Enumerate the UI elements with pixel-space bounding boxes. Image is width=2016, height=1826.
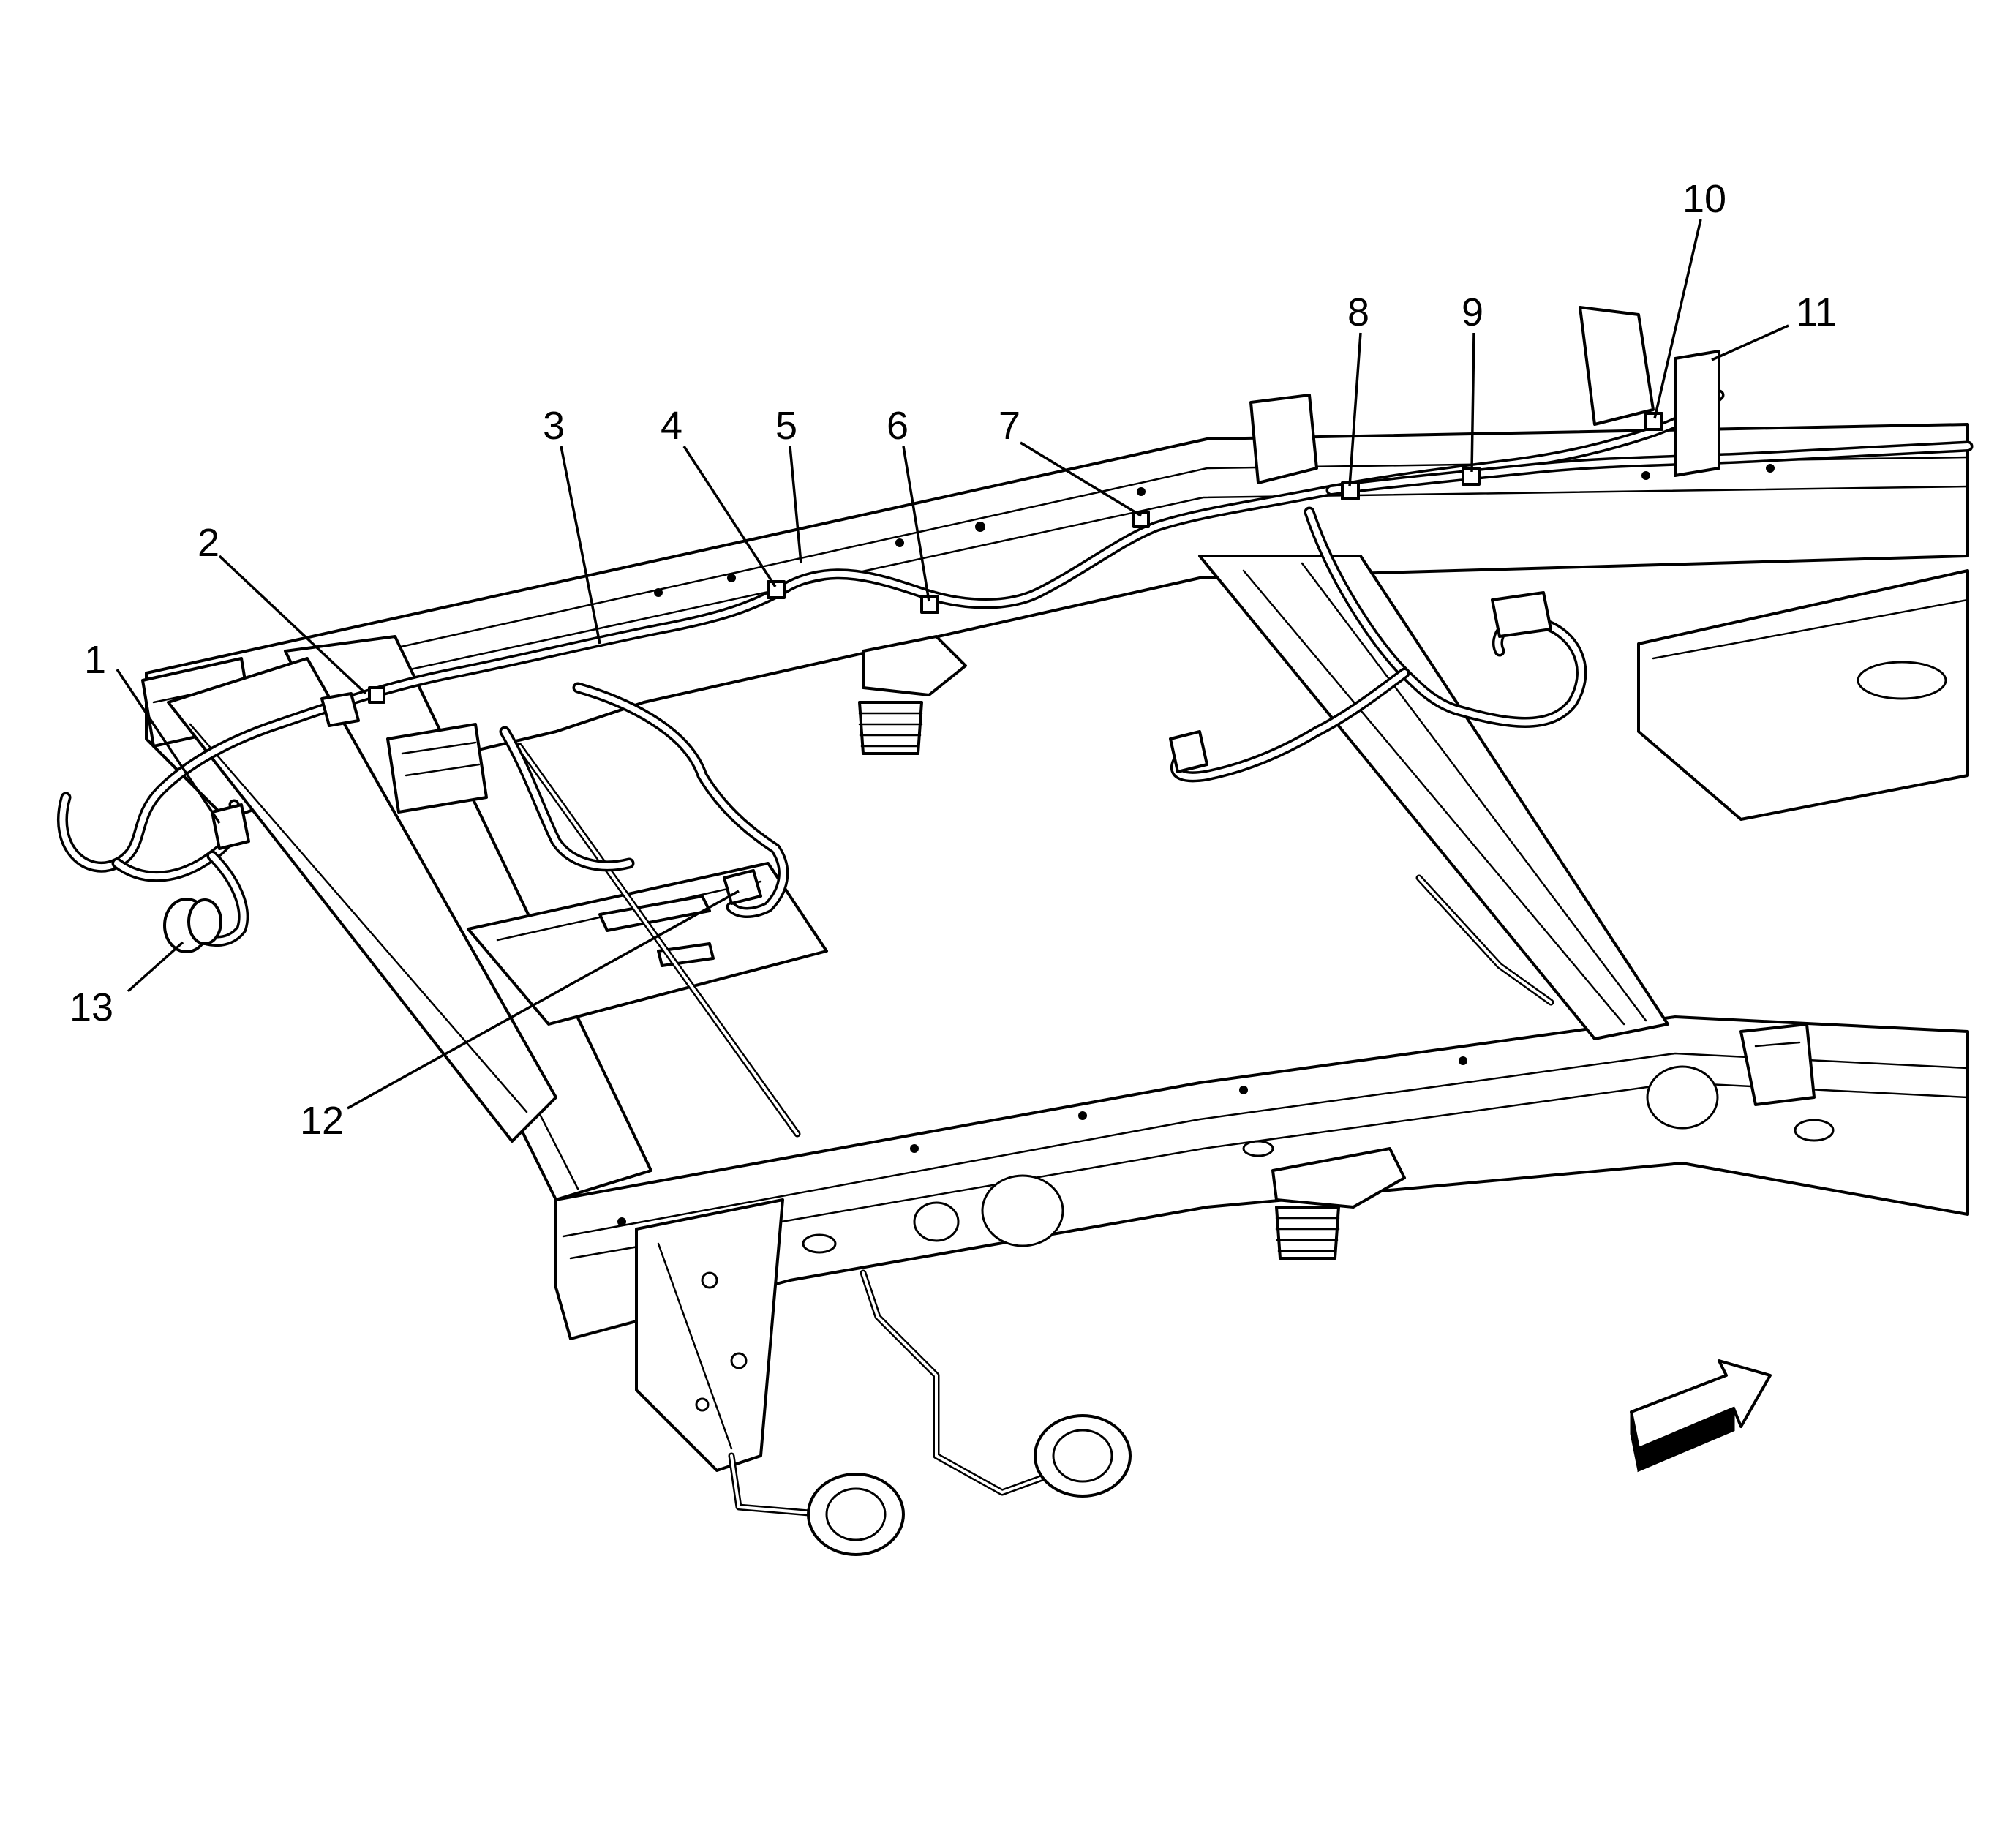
harness-clip-6 bbox=[920, 595, 939, 614]
body-mount-upper bbox=[1249, 306, 1655, 484]
callout-5: 5 bbox=[775, 404, 797, 448]
harness-clip-4 bbox=[767, 580, 786, 599]
harness-clip-2 bbox=[320, 686, 385, 727]
harness-clip-10 bbox=[1644, 412, 1663, 431]
frame-plate-11 bbox=[1674, 350, 1720, 477]
chassis-wiring-harness bbox=[56, 389, 1974, 947]
front-direction-arrow-icon bbox=[1630, 1359, 1772, 1473]
callout-3: 3 bbox=[543, 404, 565, 448]
harness-clip-12 bbox=[723, 869, 762, 905]
callout-8: 8 bbox=[1347, 290, 1369, 334]
callout-11: 11 bbox=[1796, 290, 1837, 334]
rear-module bbox=[386, 723, 488, 814]
harness-connector-mid bbox=[1491, 591, 1552, 638]
right-frame-rail bbox=[554, 1015, 1969, 1340]
callout-13: 13 bbox=[69, 985, 113, 1029]
underbody-brake-line bbox=[516, 743, 1554, 1138]
harness-clip-7 bbox=[1132, 511, 1150, 528]
rear-wheel-speed-sensor-left bbox=[807, 1473, 905, 1556]
rear-outrigger-bracket bbox=[635, 1198, 784, 1472]
forward-crossmember bbox=[1637, 569, 1969, 821]
harness-connector-1 bbox=[211, 803, 250, 850]
callout-7: 7 bbox=[998, 404, 1020, 448]
callout-12: 12 bbox=[300, 1099, 344, 1143]
callout-leaders bbox=[116, 219, 1789, 1110]
callout-2: 2 bbox=[198, 521, 219, 565]
rear-crossmember bbox=[167, 657, 557, 1143]
callout-labels: 1 2 3 4 5 6 7 8 9 10 11 12 13 bbox=[69, 177, 1837, 1143]
callout-1: 1 bbox=[84, 638, 106, 682]
callout-4: 4 bbox=[661, 404, 682, 448]
body-mount-left-1 bbox=[858, 635, 967, 755]
center-crossmember bbox=[1198, 555, 1669, 1040]
front-frame-bracket bbox=[1739, 1023, 1816, 1106]
harness-connector-13 bbox=[163, 898, 222, 953]
callout-9: 9 bbox=[1462, 290, 1483, 334]
callout-10: 10 bbox=[1682, 177, 1726, 221]
body-mount-right-1 bbox=[1271, 1147, 1406, 1260]
harness-connector-front bbox=[1169, 730, 1208, 773]
callout-6: 6 bbox=[887, 404, 909, 448]
rear-wheel-speed-sensor-right bbox=[1034, 1414, 1132, 1498]
rear-brake-lines bbox=[728, 1269, 1086, 1518]
